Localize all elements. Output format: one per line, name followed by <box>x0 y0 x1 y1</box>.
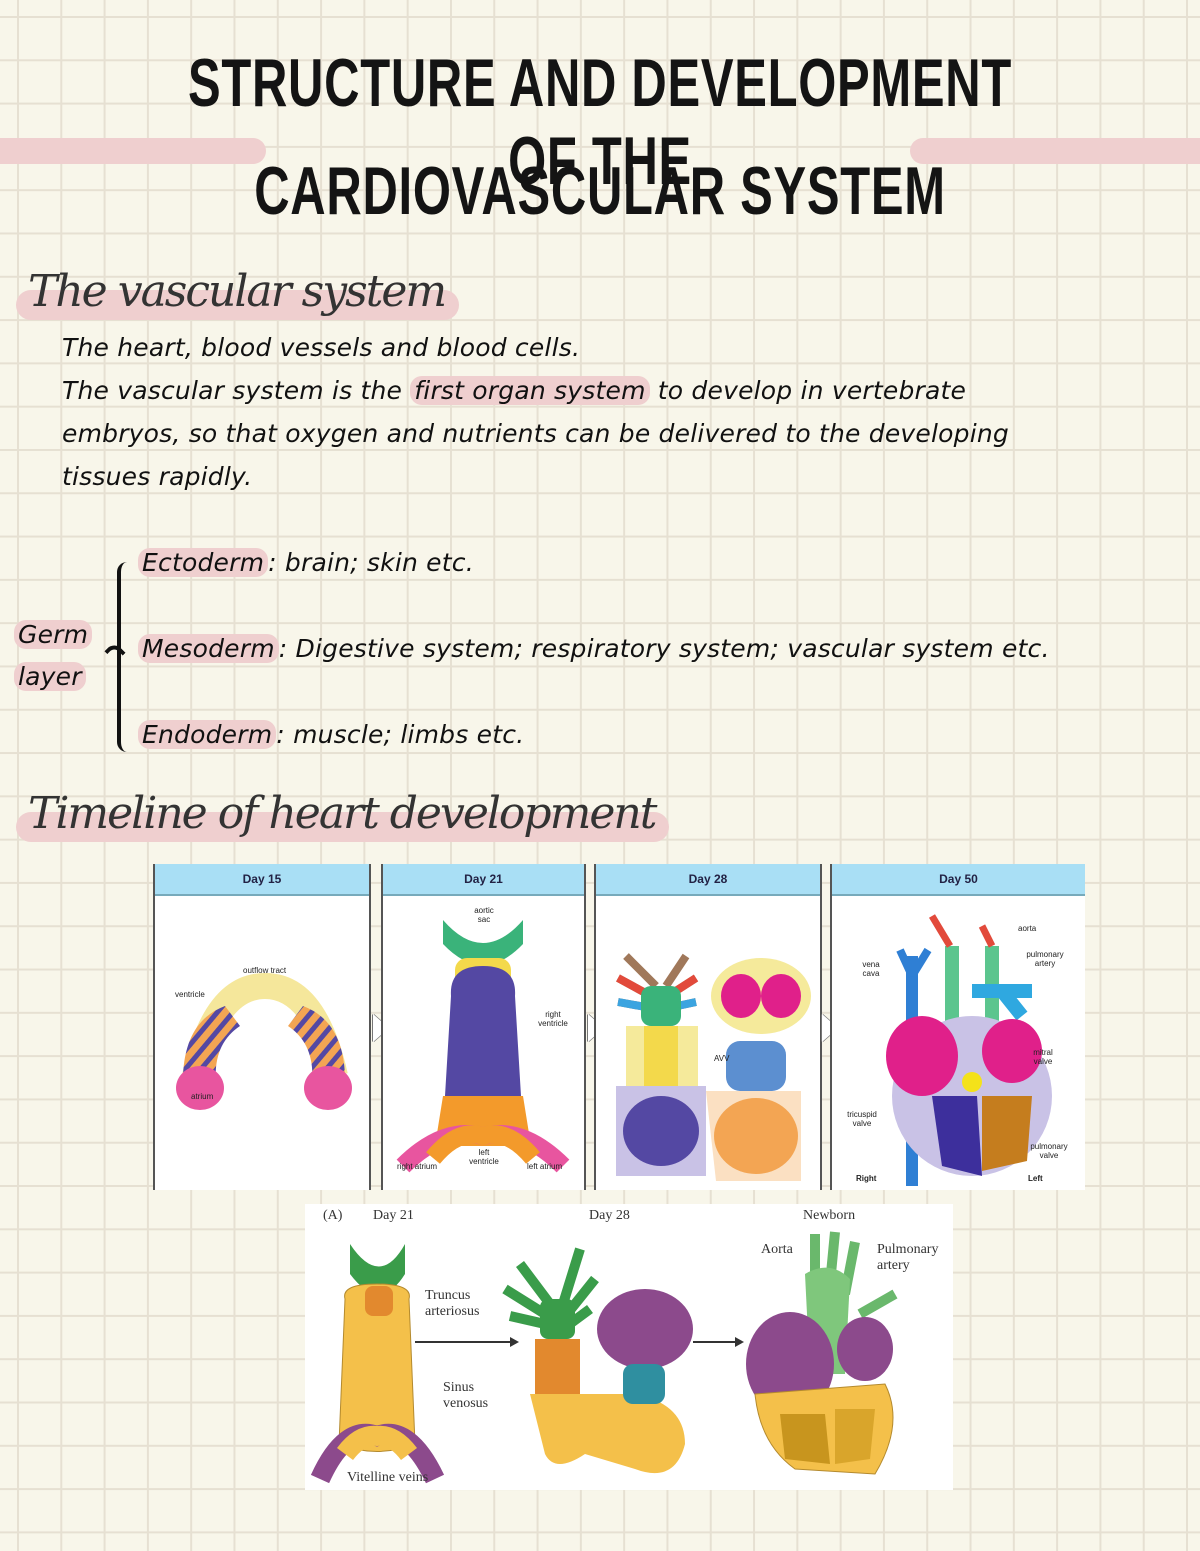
label-outflow-tract: outflow tract <box>243 966 287 975</box>
highlight-first-organ-system: first organ system <box>410 376 650 405</box>
label-right-atrium: right atrium <box>397 1162 438 1171</box>
heading-text: The vascular system <box>28 266 447 317</box>
stage-day28: Day 28 <box>589 1208 630 1223</box>
germ-item-mesoderm: Mesoderm: Digestive system; respiratory … <box>138 634 1050 663</box>
heart-tube-day21-illustration <box>396 920 570 1173</box>
label-ventricle: ventricle <box>175 990 205 999</box>
label-sinus-venosus: Sinus venosus <box>443 1380 489 1411</box>
brace-icon <box>117 562 133 752</box>
label-aorta: Aorta <box>761 1242 793 1257</box>
heading-text: Timeline of heart development <box>28 788 657 839</box>
label-pulmonary-artery: Pulmonary artery <box>877 1242 939 1273</box>
panel-title: Day 50 <box>832 864 1085 896</box>
heart-timeline-figure: Day 15 outflow tract ventricle atrium Da… <box>153 864 1085 1190</box>
four-chamber-heart-illustration <box>886 914 1052 1186</box>
germ-term: Mesoderm <box>138 634 279 663</box>
germ-desc: : muscle; limbs etc. <box>276 720 525 749</box>
para-line-1: The heart, blood vessels and blood cells… <box>62 333 581 362</box>
germ-label-line1: Germ <box>14 620 93 649</box>
germ-item-ectoderm: Ectoderm: brain; skin etc. <box>138 548 474 577</box>
stage-newborn: Newborn <box>803 1208 856 1223</box>
germ-desc: : brain; skin etc. <box>268 548 474 577</box>
label-right-ventricle: right ventricle <box>538 1010 568 1028</box>
label-vitelline-veins: Vitelline veins <box>347 1470 429 1485</box>
panel-day15: Day 15 outflow tract ventricle atrium <box>153 864 371 1190</box>
page-title-line1: STRUCTURE AND DEVELOPMENT OF THE <box>187 45 1013 199</box>
para-line-3: embryos, so that oxygen and nutrients ca… <box>62 419 1009 448</box>
label-left: Left <box>1028 1174 1043 1183</box>
label-truncus-arteriosus: Truncus arteriosus <box>425 1288 480 1319</box>
label-tricuspid-valve: tricuspid valve <box>847 1110 877 1128</box>
looping-heart-illustration <box>616 953 811 1181</box>
panel-day50: Day 50 aorta pulmonary artery vena cava … <box>830 864 1085 1190</box>
panel-label-a: (A) <box>323 1208 343 1223</box>
para-line-2: The vascular system is the first organ s… <box>62 369 1172 412</box>
section-heading-timeline: Timeline of heart development <box>16 788 670 842</box>
label-pulmonary-artery: pulmonary artery <box>1026 950 1064 968</box>
label-pulmonary-valve: pulmonary valve <box>1030 1142 1068 1160</box>
label-avv: AVV <box>714 1054 730 1063</box>
germ-item-endoderm: Endoderm: muscle; limbs etc. <box>138 720 524 749</box>
panel-day21: Day 21 aortic sac right ventricle left v… <box>381 864 586 1190</box>
germ-layer-label: Germ layer <box>14 614 93 698</box>
section-heading-vascular: The vascular system <box>16 266 460 320</box>
title-stripe-right <box>910 138 1200 164</box>
germ-term: Endoderm <box>138 720 277 749</box>
label-aortic-sac: aortic sac <box>474 906 494 924</box>
label-right: Right <box>856 1174 877 1183</box>
label-left-ventricle: left ventricle <box>469 1148 499 1166</box>
stage-day21: Day 21 <box>373 1208 414 1223</box>
title-stripe-left <box>0 138 266 164</box>
heart-tube-illustration <box>176 972 352 1110</box>
panel-title: Day 21 <box>383 864 584 896</box>
para-text: The vascular system is the <box>62 376 411 405</box>
heart-development-figure-a: (A) Day 21 Day 28 Newborn Truncus arteri… <box>305 1204 953 1490</box>
germ-label-line2: layer <box>14 662 86 691</box>
panel-title: Day 28 <box>596 864 820 896</box>
label-atrium: atrium <box>191 1092 214 1101</box>
para-line-4: tissues rapidly. <box>62 462 253 491</box>
label-aorta: aorta <box>1018 924 1037 933</box>
vascular-paragraph: The heart, blood vessels and blood cells… <box>62 326 1172 498</box>
germ-desc: : Digestive system; respiratory system; … <box>278 634 1050 663</box>
figure-a-illustration <box>310 1231 898 1484</box>
para-text: to develop in vertebrate <box>649 376 967 405</box>
panel-day28: Day 28 AVV <box>594 864 822 1190</box>
label-mitral-valve: mitral valve <box>1033 1048 1053 1066</box>
panel-title: Day 15 <box>155 864 369 896</box>
label-vena-cava: vena cava <box>862 960 880 978</box>
page-title-line2: CARDIOVASCULAR SYSTEM <box>254 153 946 229</box>
germ-term: Ectoderm <box>138 548 269 577</box>
label-left-atrium: left atrium <box>527 1162 563 1171</box>
